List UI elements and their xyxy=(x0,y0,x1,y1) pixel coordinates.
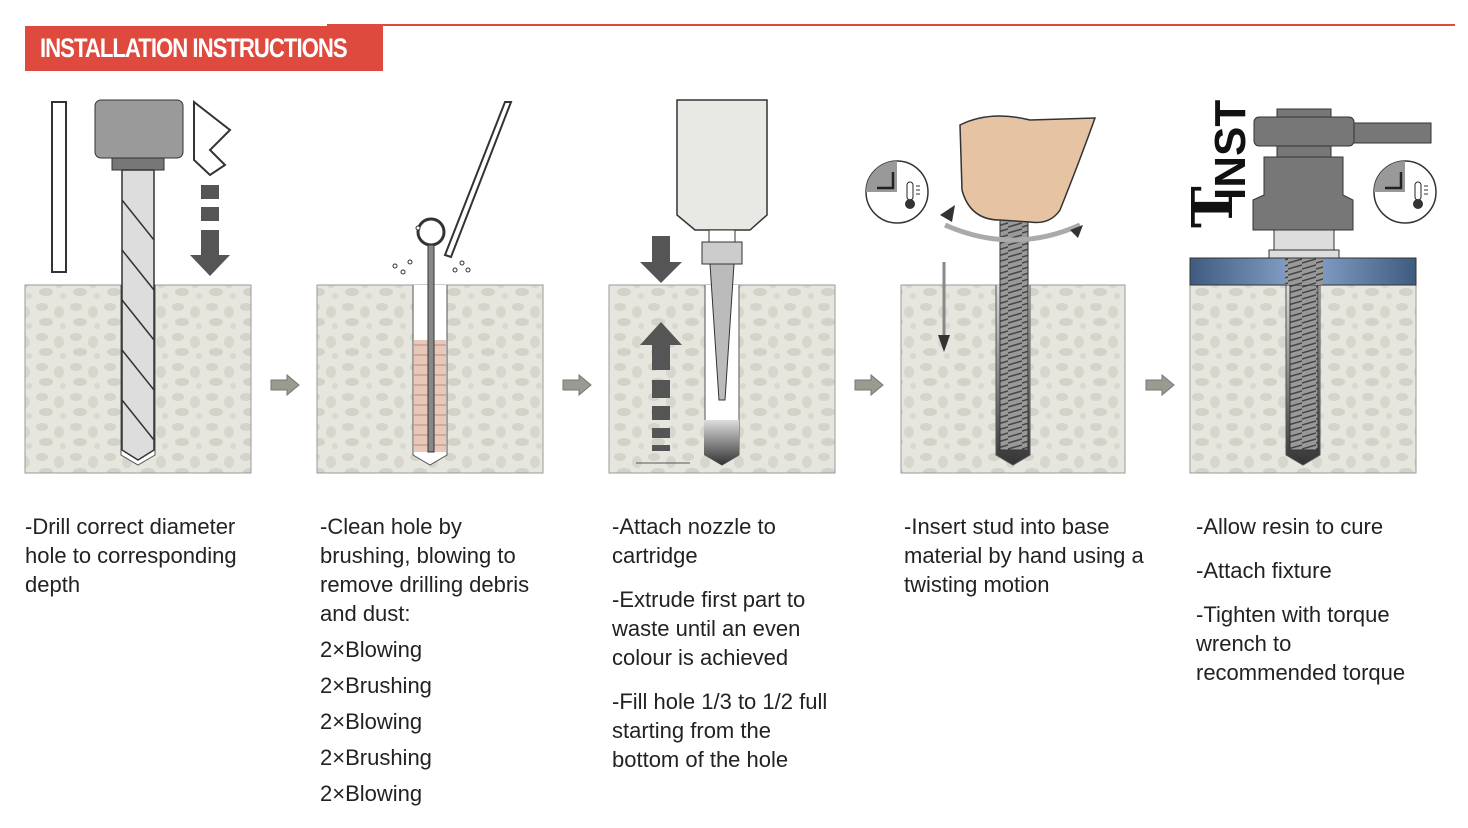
next-step-arrow xyxy=(1145,374,1175,396)
step5-text: -Allow resin to cure -Attach fixture -Ti… xyxy=(1196,512,1436,702)
step2-text: -Clean hole by brushing, blowing to remo… xyxy=(320,512,550,815)
step1-text: -Drill correct diameter hole to correspo… xyxy=(25,512,265,614)
next-step-arrow xyxy=(854,374,884,396)
next-step-arrow xyxy=(270,374,300,396)
repeat-item: 2×Brushing xyxy=(320,745,432,770)
step-instruction: -Fill hole 1/3 to 1/2 full starting from… xyxy=(612,689,828,772)
step3-text: -Attach nozzle to cartridge -Extrude fir… xyxy=(612,512,842,789)
next-step-arrow xyxy=(562,374,592,396)
torque-label-t: T xyxy=(1180,186,1246,228)
step1-drill-illustration xyxy=(24,99,252,474)
repeat-item: 2×Blowing xyxy=(320,637,423,662)
step4-insert-stud-illustration xyxy=(864,115,1126,474)
step-instruction: -Attach nozzle to cartridge xyxy=(612,514,776,568)
repeat-item: 2×Blowing xyxy=(320,709,423,734)
header-rule xyxy=(327,24,1455,26)
step-instruction: -Drill correct diameter hole to correspo… xyxy=(25,514,237,597)
torque-label-inst: INST xyxy=(1206,100,1255,200)
step-instruction: -Tighten with torque wrench to recommend… xyxy=(1196,602,1406,685)
step2-clean-illustration xyxy=(316,101,544,474)
section-banner: INSTALLATION INSTRUCTIONS xyxy=(25,26,383,71)
installation-illustrations: INST T xyxy=(24,99,1438,474)
step-instruction: -Attach fixture xyxy=(1196,558,1332,583)
step-instruction: -Extrude first part to waste until an ev… xyxy=(612,587,806,670)
repeat-item: 2×Blowing xyxy=(320,781,423,806)
step-instruction: -Insert stud into base material by hand … xyxy=(904,514,1144,597)
page-title: INSTALLATION INSTRUCTIONS xyxy=(40,33,348,63)
step4-text: -Insert stud into base material by hand … xyxy=(904,512,1144,614)
repeat-item: 2×Brushing xyxy=(320,673,432,698)
step3-inject-illustration xyxy=(608,99,836,474)
step-instruction: -Allow resin to cure xyxy=(1196,514,1384,539)
step-instruction: -Clean hole by brushing, blowing to remo… xyxy=(320,514,530,626)
step5-cure-tighten-illustration: INST T xyxy=(1180,100,1438,474)
